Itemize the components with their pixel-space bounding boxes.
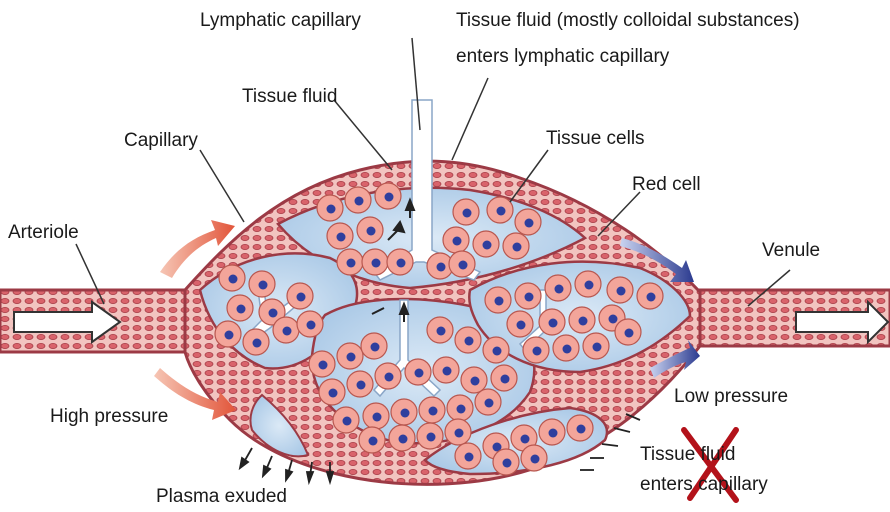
cell-nucleus [443,367,452,376]
cell-nucleus [225,331,234,340]
cell-nucleus [593,343,602,352]
label-venule: Venule [762,240,820,262]
cell-nucleus [549,319,558,328]
cell-nucleus [503,459,512,468]
cell-nucleus [625,329,634,338]
cell-nucleus [297,293,306,302]
cell-nucleus [579,317,588,326]
cell-nucleus [463,209,472,218]
cell-nucleus [513,243,522,252]
cell-nucleus [347,353,356,362]
cell-nucleus [259,281,268,290]
cell-nucleus [533,347,542,356]
cell-nucleus [525,293,534,302]
cell-nucleus [319,361,328,370]
label-low-pressure: Low pressure [674,386,788,408]
cell-nucleus [455,429,464,438]
cell-nucleus [401,409,410,418]
cell-nucleus [385,193,394,202]
cell-nucleus [343,417,352,426]
cell-nucleus [437,327,446,336]
cell-nucleus [397,259,406,268]
cell-nucleus [517,321,526,330]
cell-nucleus [237,305,246,314]
label-capillary: Capillary [124,130,198,152]
cell-nucleus [367,227,376,236]
cell-nucleus [385,373,394,382]
cell-nucleus [269,309,278,318]
cell-nucleus [501,375,510,384]
cell-nucleus [415,369,424,378]
cell-nucleus [371,343,380,352]
cell-nucleus [471,377,480,386]
cell-nucleus [577,425,586,434]
cell-nucleus [357,381,366,390]
cell-nucleus [617,287,626,296]
cell-nucleus [465,453,474,462]
cell-nucleus [525,219,534,228]
cell-nucleus [429,407,438,416]
cell-nucleus [355,197,364,206]
cell-nucleus [453,237,462,246]
cell-nucleus [459,261,468,270]
cell-nucleus [253,339,262,348]
cell-nucleus [485,399,494,408]
cell-nucleus [399,435,408,444]
cell-nucleus [483,241,492,250]
label-fluid-enters-lymph-line1: Tissue fluid (mostly colloidal substance… [456,10,800,32]
cell-nucleus [327,205,336,214]
label-arteriole: Arteriole [8,222,79,244]
cell-nucleus [493,347,502,356]
cell-nucleus [369,437,378,446]
label-plasma-exuded: Plasma exuded [156,486,287,508]
label-fluid-enters-capillary-line1: Tissue fluid [640,444,735,466]
cell-nucleus [563,345,572,354]
cell-nucleus [329,389,338,398]
cell-nucleus [609,315,618,324]
cell-nucleus [347,259,356,268]
cell-nucleus [495,297,504,306]
cell-nucleus [427,433,436,442]
cell-nucleus [283,327,292,336]
cell-nucleus [437,263,446,272]
label-tissue-fluid: Tissue fluid [242,86,337,108]
label-lymphatic-capillary: Lymphatic capillary [200,10,361,32]
cell-nucleus [647,293,656,302]
label-high-pressure: High pressure [50,406,168,428]
cell-nucleus [521,435,530,444]
cell-nucleus [307,321,316,330]
cell-nucleus [457,405,466,414]
cell-nucleus [372,259,381,268]
cell-nucleus [531,455,540,464]
cell-nucleus [337,233,346,242]
cell-nucleus [555,285,564,294]
cell-nucleus [373,413,382,422]
cell-nucleus [465,337,474,346]
cell-nucleus [229,275,238,284]
cell-nucleus [585,281,594,290]
label-red-cell: Red cell [632,174,701,196]
label-fluid-enters-lymph-line2: enters lymphatic capillary [456,46,669,68]
cell-nucleus [497,207,506,216]
label-fluid-enters-capillary-line2: enters capillary [640,474,768,496]
cell-nucleus [549,429,558,438]
label-tissue-cells: Tissue cells [546,128,645,150]
